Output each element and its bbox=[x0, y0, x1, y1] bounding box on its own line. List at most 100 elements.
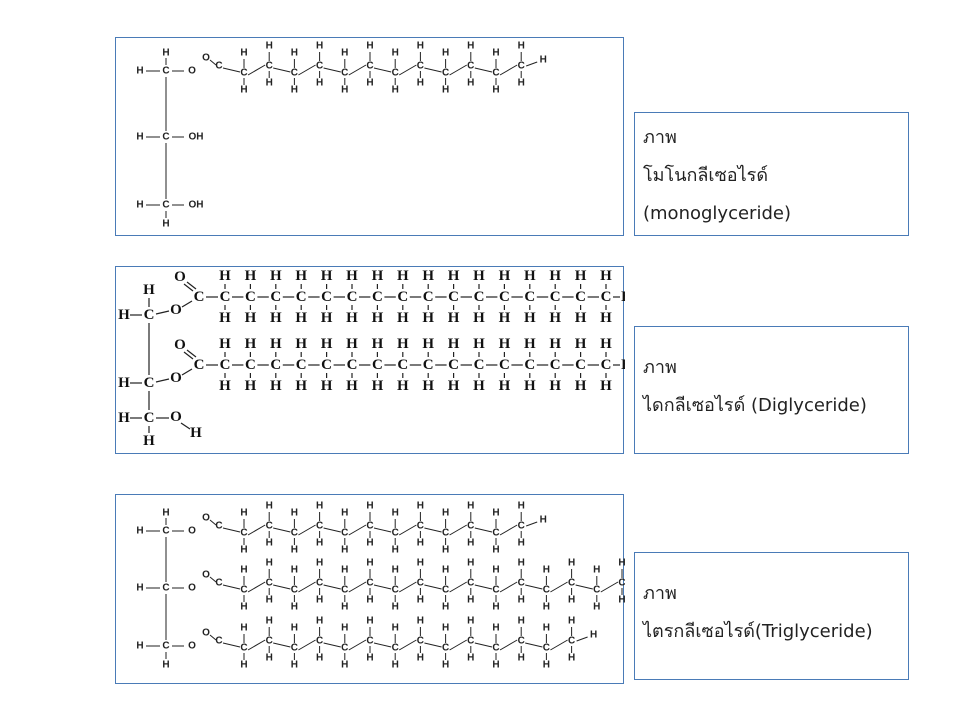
carbon-carbon-bond bbox=[424, 584, 442, 590]
carbon-carbon-bond bbox=[247, 64, 266, 76]
chain-carbon-atom: C bbox=[518, 636, 525, 647]
carbon-carbon-bond bbox=[348, 581, 367, 593]
chain-carbon-atom: C bbox=[518, 61, 525, 72]
hydrogen-atom: H bbox=[392, 565, 399, 576]
chain-carbon-atom: C bbox=[417, 521, 424, 532]
backbone-carbon-atom: C bbox=[162, 66, 169, 77]
hydrogen-atom: H bbox=[417, 595, 424, 606]
chain-carbon-atom: C bbox=[270, 357, 281, 373]
hydrogen-atom: H bbox=[266, 78, 273, 89]
hydrogen-atom: H bbox=[346, 336, 358, 352]
carbonyl-double-bond bbox=[209, 59, 217, 66]
carbon-carbon-bond bbox=[499, 639, 518, 651]
chain-carbon-atom: C bbox=[341, 585, 348, 596]
hydrogen-atom: H bbox=[366, 501, 373, 512]
hydrogen-atom: H bbox=[467, 616, 474, 627]
hydrogen-atom: H bbox=[295, 268, 307, 284]
carbon-carbon-bond bbox=[247, 581, 266, 593]
chain-carbon-atom: C bbox=[392, 68, 399, 79]
hydrogen-atom: H bbox=[245, 268, 257, 284]
chain-carbon-atom: C bbox=[575, 289, 586, 305]
carbon-carbon-bond bbox=[323, 67, 341, 73]
hydrogen-atom: H bbox=[467, 501, 474, 512]
carbon-carbon-bond bbox=[398, 581, 417, 593]
carbon-carbon-bond bbox=[273, 584, 291, 590]
chain-carbon-atom: C bbox=[601, 289, 612, 305]
chain-carbon-atom: C bbox=[518, 578, 525, 589]
ester-bond bbox=[155, 378, 170, 383]
carbonyl-oxygen-atom: O bbox=[202, 628, 210, 639]
carbon-carbon-bond bbox=[550, 581, 568, 593]
chain-carbon-atom: C bbox=[291, 643, 298, 654]
hydrogen-atom: H bbox=[417, 78, 424, 89]
diglyceride-caption: ภาพ ไดกลีเซอไรด์ (Diglyceride) bbox=[634, 326, 909, 454]
hydrogen-atom: H bbox=[543, 660, 550, 671]
hydrogen-atom: H bbox=[492, 623, 499, 634]
carbon-carbon-bond bbox=[398, 639, 417, 651]
hydrogen-atom: H bbox=[291, 508, 298, 519]
hydrogen-atom: H bbox=[499, 310, 511, 326]
chain-carbon-atom: C bbox=[316, 636, 323, 647]
caption-name: ไตรกลีเซอไรด์(Triglyceride) bbox=[643, 621, 873, 642]
chain-carbon-atom: C bbox=[366, 61, 373, 72]
hydrogen-atom: H bbox=[492, 545, 499, 556]
hydrogen-atom: H bbox=[341, 623, 348, 634]
chain-carbon-atom: C bbox=[442, 528, 449, 539]
hydrogen-atom: H bbox=[392, 85, 399, 96]
backbone-hydrogen-atom: H bbox=[136, 132, 143, 143]
hydrogen-atom: H bbox=[568, 653, 575, 664]
chain-carbon-atom: C bbox=[467, 578, 474, 589]
hydrogen-atom: H bbox=[366, 595, 373, 606]
hydrogen-atom: H bbox=[397, 310, 409, 326]
hydrogen-atom: H bbox=[518, 78, 525, 89]
carbon-carbon-bond bbox=[273, 67, 291, 73]
hydrogen-atom: H bbox=[266, 41, 273, 52]
hydrogen-atom: H bbox=[417, 616, 424, 627]
carbon-carbon-bond bbox=[247, 524, 266, 536]
hydrogen-atom: H bbox=[346, 310, 358, 326]
hydrogen-atom: H bbox=[240, 545, 247, 556]
hydrogen-atom: H bbox=[372, 268, 384, 284]
hydrogen-atom: H bbox=[442, 565, 449, 576]
hydrogen-atom: H bbox=[240, 565, 247, 576]
chain-carbon-atom: C bbox=[568, 578, 575, 589]
hydrogen-atom: H bbox=[266, 538, 273, 549]
hydrogen-atom: H bbox=[492, 508, 499, 519]
backbone-hydrogen-atom: H bbox=[118, 375, 130, 391]
hydrogen-atom: H bbox=[549, 336, 561, 352]
hydrogen-atom: H bbox=[422, 310, 434, 326]
chain-carbon-atom: C bbox=[417, 636, 424, 647]
carbon-carbon-bond bbox=[298, 64, 316, 76]
hydrogen-atom: H bbox=[473, 268, 485, 284]
hydrogen-atom: H bbox=[266, 558, 273, 569]
hydrogen-atom: H bbox=[291, 85, 298, 96]
backbone-carbon-atom: C bbox=[144, 410, 155, 426]
chain-carbon-atom: C bbox=[550, 289, 561, 305]
hydrogen-atom: H bbox=[442, 660, 449, 671]
carbon-carbon-bond bbox=[424, 642, 442, 648]
chain-carbon-atom: C bbox=[524, 357, 535, 373]
hydrogen-atom: H bbox=[372, 336, 384, 352]
backbone-hydrogen-atom: H bbox=[136, 66, 143, 77]
hydrogen-atom: H bbox=[417, 501, 424, 512]
hydrogen-atom: H bbox=[397, 378, 409, 394]
carbon-carbon-bond bbox=[550, 639, 568, 651]
hydrogen-atom: H bbox=[316, 78, 323, 89]
chain-carbon-atom: C bbox=[474, 357, 485, 373]
chain-carbon-atom: C bbox=[366, 578, 373, 589]
backbone-hydrogen-atom: H bbox=[136, 200, 143, 211]
hydrogen-atom: H bbox=[240, 85, 247, 96]
carbon-carbon-bond bbox=[474, 67, 493, 73]
hydrogen-atom: H bbox=[219, 268, 231, 284]
carbonyl-carbon-atom: C bbox=[194, 289, 205, 305]
chain-carbon-atom: C bbox=[316, 521, 323, 532]
hydrogen-atom: H bbox=[240, 623, 247, 634]
hydrogen-atom: H bbox=[442, 85, 449, 96]
chain-carbon-atom: C bbox=[240, 528, 247, 539]
chain-carbon-atom: C bbox=[245, 289, 256, 305]
hydrogen-atom: H bbox=[397, 268, 409, 284]
chain-carbon-atom: C bbox=[593, 585, 600, 596]
carbonyl-double-bond bbox=[186, 281, 197, 290]
